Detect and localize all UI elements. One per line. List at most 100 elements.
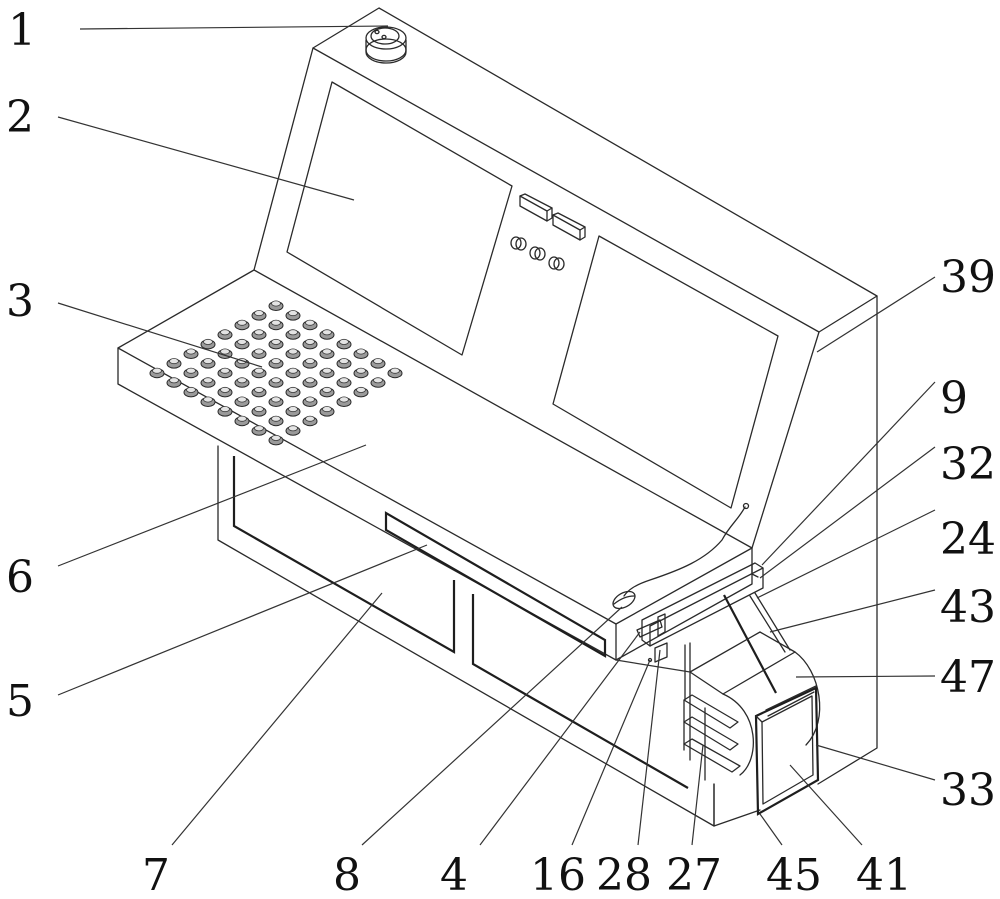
keypad-button — [336, 338, 352, 350]
keypad-button — [183, 348, 199, 359]
ref-label-43: 43 — [940, 582, 996, 633]
reference-labels: 1 2 3 6 5 7 8 4 16 28 27 45 41 39 9 32 2… — [6, 5, 996, 899]
ref-label-9: 9 — [940, 373, 968, 424]
keypad-button — [268, 415, 284, 427]
leader-24 — [756, 509, 936, 599]
leader-lines — [57, 25, 936, 846]
leader-32 — [759, 446, 936, 579]
cabinet-body — [217, 7, 878, 827]
keypad-button — [387, 367, 403, 379]
keypad-button — [302, 396, 318, 407]
keypad-button — [200, 377, 216, 388]
alarm-light — [365, 26, 407, 64]
leader-33 — [815, 744, 936, 781]
keypad-button — [302, 415, 318, 427]
keypad-button — [285, 386, 301, 398]
keypad-button — [370, 377, 386, 388]
leader-43 — [769, 589, 936, 633]
keypad-button — [285, 348, 301, 359]
mouse-cable — [612, 502, 750, 610]
keypad-button — [217, 406, 233, 417]
keypad-button — [353, 386, 369, 398]
keypad-button — [319, 406, 335, 417]
keypad-button — [285, 425, 301, 436]
keypad-button — [302, 377, 318, 388]
keypad-button — [319, 348, 335, 359]
leader-47 — [795, 675, 936, 678]
keypad-button — [319, 367, 335, 379]
keypad-button — [183, 367, 199, 379]
leader-3 — [57, 116, 355, 201]
leader-16 — [479, 631, 641, 846]
ref-label-47: 47 — [940, 652, 996, 703]
indicator-knob — [510, 236, 527, 251]
keypad-button — [268, 396, 284, 407]
keypad-button — [217, 329, 233, 340]
ref-label-24: 24 — [940, 514, 996, 565]
cabinet-doors — [232, 456, 689, 789]
switch-group — [519, 193, 586, 241]
leader-2 — [79, 25, 389, 30]
display-screen-right — [552, 235, 779, 509]
leader-7 — [57, 544, 428, 696]
keypad-button — [251, 386, 267, 398]
keypad-button — [234, 415, 250, 427]
keypad-button — [251, 406, 267, 417]
ref-label-33: 33 — [940, 765, 996, 816]
leader-41 — [759, 813, 783, 846]
keypad-button — [200, 358, 216, 369]
leader-27 — [637, 649, 661, 846]
ref-label-39: 41 — [856, 850, 912, 899]
ref-label-8: 7 — [142, 850, 170, 899]
keypad-button — [234, 358, 250, 369]
display-screen-left — [286, 81, 513, 356]
keypad-button — [268, 319, 284, 331]
keypad-button — [268, 300, 284, 311]
keypad-button — [234, 377, 250, 388]
ref-label-41: 45 — [766, 850, 822, 899]
ref-label-32: 32 — [940, 439, 996, 490]
keypad-button — [234, 319, 250, 331]
keypad-button — [166, 377, 182, 388]
keypad-button — [353, 367, 369, 379]
keypad-button — [268, 434, 284, 446]
keypad-button — [285, 406, 301, 417]
keypad-button — [319, 329, 335, 340]
keypad-button — [285, 310, 301, 321]
keypad-button — [200, 338, 216, 350]
keypad-button — [166, 358, 182, 369]
keypad-button — [268, 377, 284, 388]
keypad-button — [217, 386, 233, 398]
keypad-button — [251, 367, 267, 379]
keypad-button — [251, 310, 267, 321]
keypad-button — [200, 396, 216, 407]
keypad-button — [285, 367, 301, 379]
leader-8 — [171, 592, 383, 846]
keypad-button — [370, 358, 386, 369]
keypad-button — [336, 358, 352, 369]
ref-label-28: 16 — [530, 850, 586, 899]
keypad-button — [336, 396, 352, 407]
keypad-button — [302, 358, 318, 369]
leader-28 — [571, 659, 651, 846]
ref-label-4: 8 — [333, 850, 361, 899]
leader-5 — [57, 444, 367, 567]
indicator-knob — [548, 256, 565, 271]
leader-1 — [816, 276, 936, 353]
ref-label-16: 4 — [440, 850, 468, 899]
ref-label-1: 39 — [940, 252, 996, 303]
side-rack-assembly — [636, 562, 821, 827]
keypad-button — [285, 329, 301, 340]
leader-4 — [361, 606, 623, 846]
keypad-button — [336, 377, 352, 388]
indicator-knobs — [510, 236, 565, 271]
keypad-button — [217, 367, 233, 379]
keypad-button — [268, 358, 284, 369]
leader-4b — [615, 659, 691, 673]
keypad-button — [268, 338, 284, 350]
keypad-button — [319, 386, 335, 398]
ref-label-45: 27 — [666, 850, 722, 899]
keypad-button — [234, 396, 250, 407]
ref-label-6: 3 — [6, 276, 34, 327]
